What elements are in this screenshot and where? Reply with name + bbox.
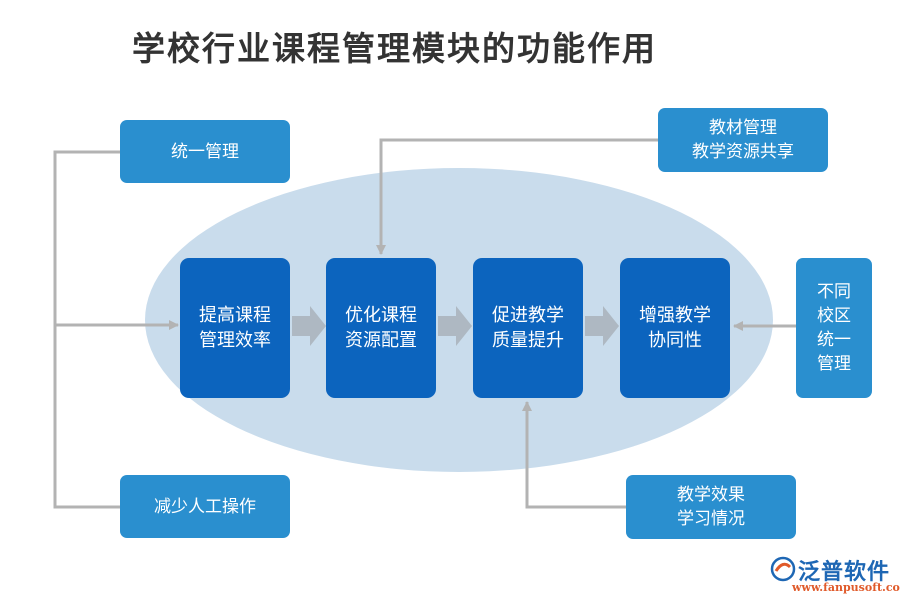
block-arrow-3 xyxy=(585,306,619,346)
core-step-1: 提高课程 管理效率 xyxy=(180,258,290,398)
logo-url: www.fanpusoft.com xyxy=(792,581,900,594)
left-bracket-line xyxy=(53,150,120,509)
campus-box: 不同 校区 统一 管理 xyxy=(796,258,872,398)
core-step-3: 促进教学 质量提升 xyxy=(473,258,583,398)
block-arrow-1 xyxy=(292,306,326,346)
reduce-labor-box: 减少人工操作 xyxy=(120,475,290,538)
materials-arrow xyxy=(376,138,658,255)
unified-management-box: 统一管理 xyxy=(120,120,290,183)
core-step-4: 增强教学 协同性 xyxy=(620,258,730,398)
effect-arrow xyxy=(522,401,626,509)
logo-mark-icon xyxy=(770,556,796,582)
block-arrow-2 xyxy=(438,306,472,346)
brand-logo: 泛普软件 www.fanpusoft.com xyxy=(770,553,900,595)
materials-box: 教材管理 教学资源共享 xyxy=(658,108,828,172)
logo-name: 泛普软件 xyxy=(798,560,891,585)
diagram-title: 学校行业课程管理模块的功能作用 xyxy=(132,29,657,68)
core-step-2: 优化课程 资源配置 xyxy=(326,258,436,398)
effect-box: 教学效果 学习情况 xyxy=(626,475,796,539)
